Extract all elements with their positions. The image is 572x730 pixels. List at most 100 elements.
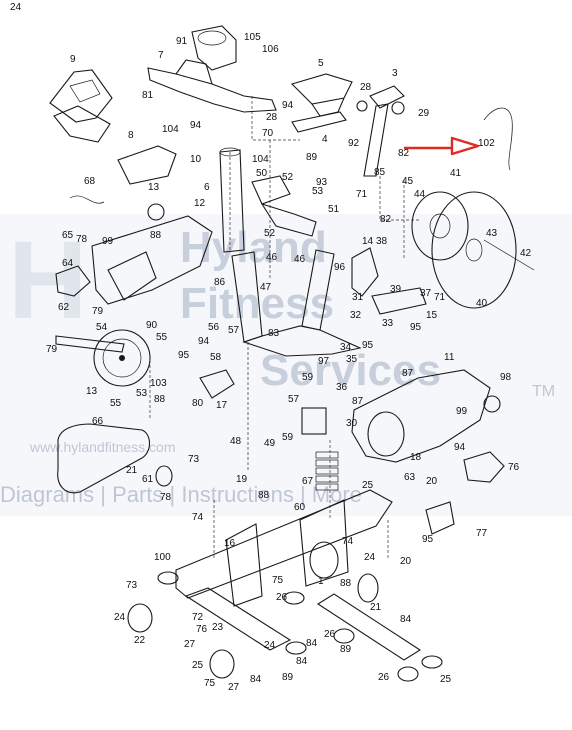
chainring-part-53	[93, 329, 151, 387]
callout-label-16: 16	[224, 538, 236, 549]
callout-label-4: 4	[322, 134, 328, 145]
bracket-part-51	[260, 203, 317, 237]
callout-label-19: 19	[236, 474, 248, 485]
callout-label-57: 57	[288, 394, 300, 405]
wheel-part-27a	[127, 603, 153, 633]
callout-label-78: 78	[76, 234, 88, 245]
callout-label-75: 75	[272, 575, 284, 586]
callout-label-102: 102	[478, 138, 495, 149]
callout-label-82: 82	[380, 214, 392, 225]
callout-label-66: 66	[92, 416, 104, 427]
callout-label-75: 75	[204, 678, 216, 689]
callout-label-96: 96	[334, 262, 346, 273]
callout-label-48: 48	[230, 436, 242, 447]
pulley-hub	[429, 213, 451, 239]
callout-label-20: 20	[426, 476, 438, 487]
callout-label-25: 25	[440, 674, 452, 685]
callout-label-95: 95	[410, 322, 422, 333]
bracket-part-15	[371, 287, 427, 315]
callout-label-14: 14	[362, 236, 374, 247]
callout-label-46: 46	[294, 254, 306, 265]
callout-label-27: 27	[184, 639, 196, 650]
callout-label-87: 87	[352, 396, 364, 407]
callout-label-5: 5	[318, 58, 324, 69]
callout-label-62: 62	[58, 302, 70, 313]
pointer-arrow-shape	[404, 136, 480, 156]
chainring-inner	[102, 338, 142, 378]
callout-label-83: 83	[268, 328, 280, 339]
callout-label-65: 65	[62, 230, 74, 241]
callout-label-13: 13	[86, 386, 98, 397]
bottle-holder-rim	[197, 30, 227, 46]
callout-label-52: 52	[264, 228, 276, 239]
watermark-logo-mark: H	[8, 219, 87, 342]
shroud-part-16	[425, 501, 455, 535]
bracket-part-50	[251, 175, 291, 205]
console-part-9	[49, 69, 113, 123]
bottle-holder-part-91	[191, 25, 237, 71]
callout-label-84: 84	[296, 656, 308, 667]
callout-label-79: 79	[46, 344, 58, 355]
frame-part-32	[242, 325, 362, 357]
leveler-part-25b	[397, 666, 419, 682]
callout-label-28: 28	[360, 82, 372, 93]
callout-label-77: 77	[476, 528, 488, 539]
flywheel-part-40	[431, 191, 517, 309]
callout-label-94: 94	[190, 120, 202, 131]
callout-label-98: 98	[500, 372, 512, 383]
drive-belt-part-67	[57, 423, 151, 494]
guide-line	[251, 96, 300, 141]
callout-label-8: 8	[128, 130, 134, 141]
callout-label-25: 25	[362, 480, 374, 491]
sensor-part-30	[301, 407, 327, 435]
callout-label-89: 89	[282, 672, 294, 683]
callout-label-61: 61	[142, 474, 154, 485]
foot-part-24d	[421, 655, 443, 669]
callout-label-24: 24	[114, 612, 126, 623]
callout-label-73: 73	[126, 580, 138, 591]
callout-label-40: 40	[476, 298, 488, 309]
callout-label-6: 6	[204, 182, 210, 193]
frame-boss	[309, 541, 339, 579]
watermark: Hyland Fitness Services TM www.hylandfit…	[0, 214, 572, 516]
callout-label-95: 95	[362, 340, 374, 351]
bearing-part-13	[147, 203, 165, 221]
callout-label-21: 21	[370, 602, 382, 613]
callout-label-38: 38	[376, 236, 388, 247]
crank-cover-inner	[107, 251, 157, 301]
callout-label-74: 74	[342, 536, 354, 547]
callout-label-88: 88	[154, 394, 166, 405]
callout-label-99: 99	[456, 406, 468, 417]
callout-label-79: 79	[92, 306, 104, 317]
callout-label-55: 55	[156, 332, 168, 343]
callout-label-103: 103	[150, 378, 167, 389]
callout-label-24: 24	[264, 640, 276, 651]
pulley-part-41	[411, 191, 469, 261]
callout-label-76: 76	[508, 462, 520, 473]
handlebar-part-7	[147, 67, 277, 113]
callout-label-26: 26	[276, 592, 288, 603]
callout-label-71: 71	[434, 292, 446, 303]
pedal-part-62	[55, 265, 91, 297]
callout-label-44: 44	[414, 189, 426, 200]
callout-label-35: 35	[346, 354, 358, 365]
seat-post-part-3	[363, 103, 389, 177]
callout-label-24: 24	[364, 552, 376, 563]
console-screen	[69, 79, 101, 103]
callout-label-88: 88	[258, 490, 270, 501]
callout-label-64: 64	[62, 258, 74, 269]
callout-label-53: 53	[312, 186, 324, 197]
ring-part-21b	[155, 465, 173, 487]
callout-label-89: 89	[306, 152, 318, 163]
callout-label-63: 63	[404, 472, 416, 483]
callout-label-67: 67	[302, 476, 314, 487]
callout-label-43: 43	[486, 228, 498, 239]
ring-part-21	[357, 573, 379, 603]
spring-coil	[315, 451, 339, 459]
callout-label-84: 84	[306, 638, 318, 649]
callout-label-93: 93	[316, 177, 328, 188]
callout-label-13: 13	[148, 182, 160, 193]
handlebar-riser	[175, 59, 213, 85]
crank-cover-part-12	[91, 215, 213, 305]
callout-label-73: 73	[188, 454, 200, 465]
